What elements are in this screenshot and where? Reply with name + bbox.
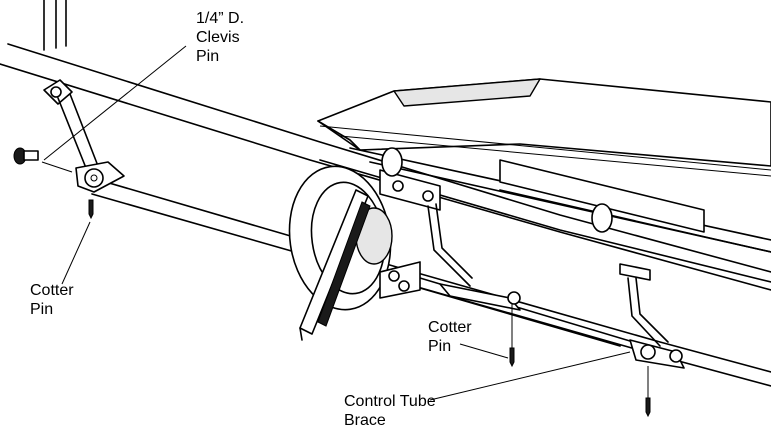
brace-end [629, 339, 685, 369]
brace-plate-center [439, 283, 521, 311]
label-cotter-pin-left: Cotter Pin [30, 281, 74, 319]
cotter-pin-center [509, 304, 515, 368]
label-cotter-pin-left-line-2: Pin [30, 301, 54, 318]
label-control-tube-brace: Control Tube Brace [344, 392, 436, 430]
label-clevis-pin-line-2: Clevis [196, 29, 240, 46]
label-cotter-pin-center: Cotter Pin [428, 318, 472, 356]
cotter-pin-left [88, 199, 94, 220]
bracket-right [591, 203, 669, 347]
label-control-tube-brace-line-2: Brace [344, 412, 386, 429]
label-clevis-pin: 1/4” D. Clevis Pin [196, 9, 244, 66]
cotter-pin-right [645, 366, 651, 418]
clevis-link [43, 79, 125, 193]
clevis-pin [13, 147, 39, 165]
label-cotter-pin-center-line-1: Cotter [428, 319, 472, 336]
brace-plate-left [379, 261, 421, 299]
label-cotter-pin-center-line-2: Pin [428, 338, 452, 355]
leader-lines [41, 45, 631, 401]
frame-posts [43, 0, 67, 51]
label-clevis-pin-line-3: Pin [196, 48, 220, 65]
label-clevis-pin-line-1: 1/4” D. [196, 10, 245, 27]
label-cotter-pin-left-line-1: Cotter [30, 282, 74, 299]
bracket-left [379, 147, 473, 287]
label-control-tube-brace-line-1: Control Tube [344, 393, 436, 410]
hopper [317, 78, 771, 253]
wheel [288, 165, 393, 341]
